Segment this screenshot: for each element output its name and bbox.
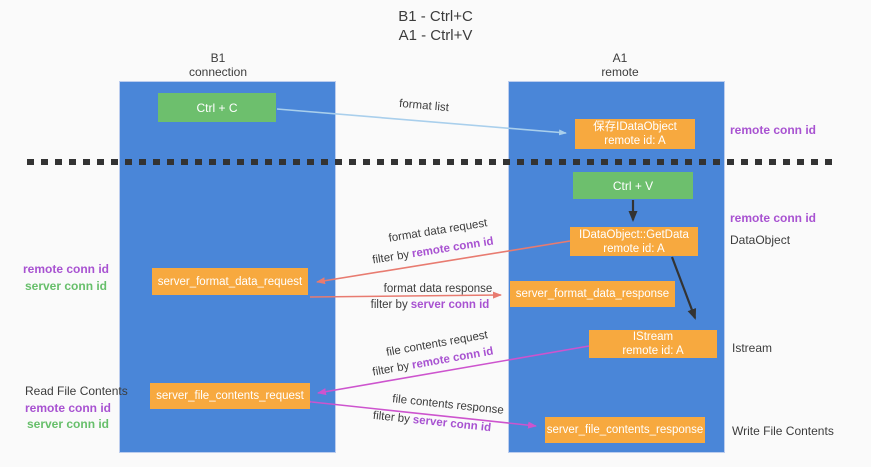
filter-by-text-4: filter by <box>372 409 411 426</box>
annotation-left-server-conn-id-top: server conn id <box>24 279 108 293</box>
annotation-istream: Istream <box>732 341 773 355</box>
annotation-remote-conn-id-top: remote conn id <box>730 123 817 137</box>
annotation-write-file-contents: Write File Contents <box>732 424 834 438</box>
diagram-title-line2: A1 - Ctrl+V <box>398 27 473 44</box>
annotation-dataobject: DataObject <box>730 233 791 247</box>
istream-line1: IStream <box>632 331 674 343</box>
format-list-label: format list <box>398 97 450 115</box>
filter-by-text-2: filter by <box>370 299 408 311</box>
annotation-left-remote-conn-id-top: remote conn id <box>22 262 109 276</box>
filter-by-text-3: filter by <box>371 360 411 379</box>
format-data-response-label: format data response <box>383 283 493 295</box>
diagram-title-line1: B1 - Ctrl+C <box>398 8 473 25</box>
phase-divider-dashed-line <box>27 159 834 165</box>
ctrl-v-box: Ctrl + V <box>573 172 693 199</box>
lane-header-b1: B1 connection <box>148 51 288 79</box>
server-format-data-response-box: server_format_data_response <box>510 281 675 307</box>
ctrl-c-box: Ctrl + C <box>158 93 276 122</box>
annotation-read-file-contents: Read File Contents <box>25 384 128 398</box>
save-idataobject-line1: 保存IDataObject <box>593 121 677 133</box>
lane-b1-name: B1 <box>210 51 226 65</box>
idataobject-getdata-box: IDataObject::GetData remote id: A <box>570 227 698 256</box>
istream-box: IStream remote id: A <box>589 330 717 358</box>
server-file-contents-response-box: server_file_contents_response <box>545 417 705 443</box>
annotation-left-server-conn-id-bottom: server conn id <box>26 417 110 431</box>
lane-header-a1: A1 remote <box>550 51 690 79</box>
istream-line2: remote id: A <box>622 345 684 357</box>
getdata-line1: IDataObject::GetData <box>579 228 689 241</box>
server-file-contents-request-box: server_file_contents_request <box>150 383 310 409</box>
getdata-line2: remote id: A <box>603 242 665 255</box>
annotation-remote-conn-id-mid: remote conn id <box>730 211 817 225</box>
filter-by-text-1: filter by <box>371 248 411 267</box>
server-conn-id-keyword-1: server conn id <box>410 299 490 311</box>
server-format-data-request-box: server_format_data_request <box>152 268 308 295</box>
lane-b1-role: connection <box>188 65 248 79</box>
save-idataobject-box: 保存IDataObject remote id: A <box>575 119 695 149</box>
server-conn-id-keyword-2: server conn id <box>412 414 492 435</box>
lane-a1-name: A1 <box>612 51 628 65</box>
lane-a1-role: remote <box>601 65 639 79</box>
annotation-left-remote-conn-id-bottom: remote conn id <box>24 401 111 415</box>
save-idataobject-line2: remote id: A <box>604 135 666 147</box>
format-data-response-arrow <box>309 291 502 299</box>
